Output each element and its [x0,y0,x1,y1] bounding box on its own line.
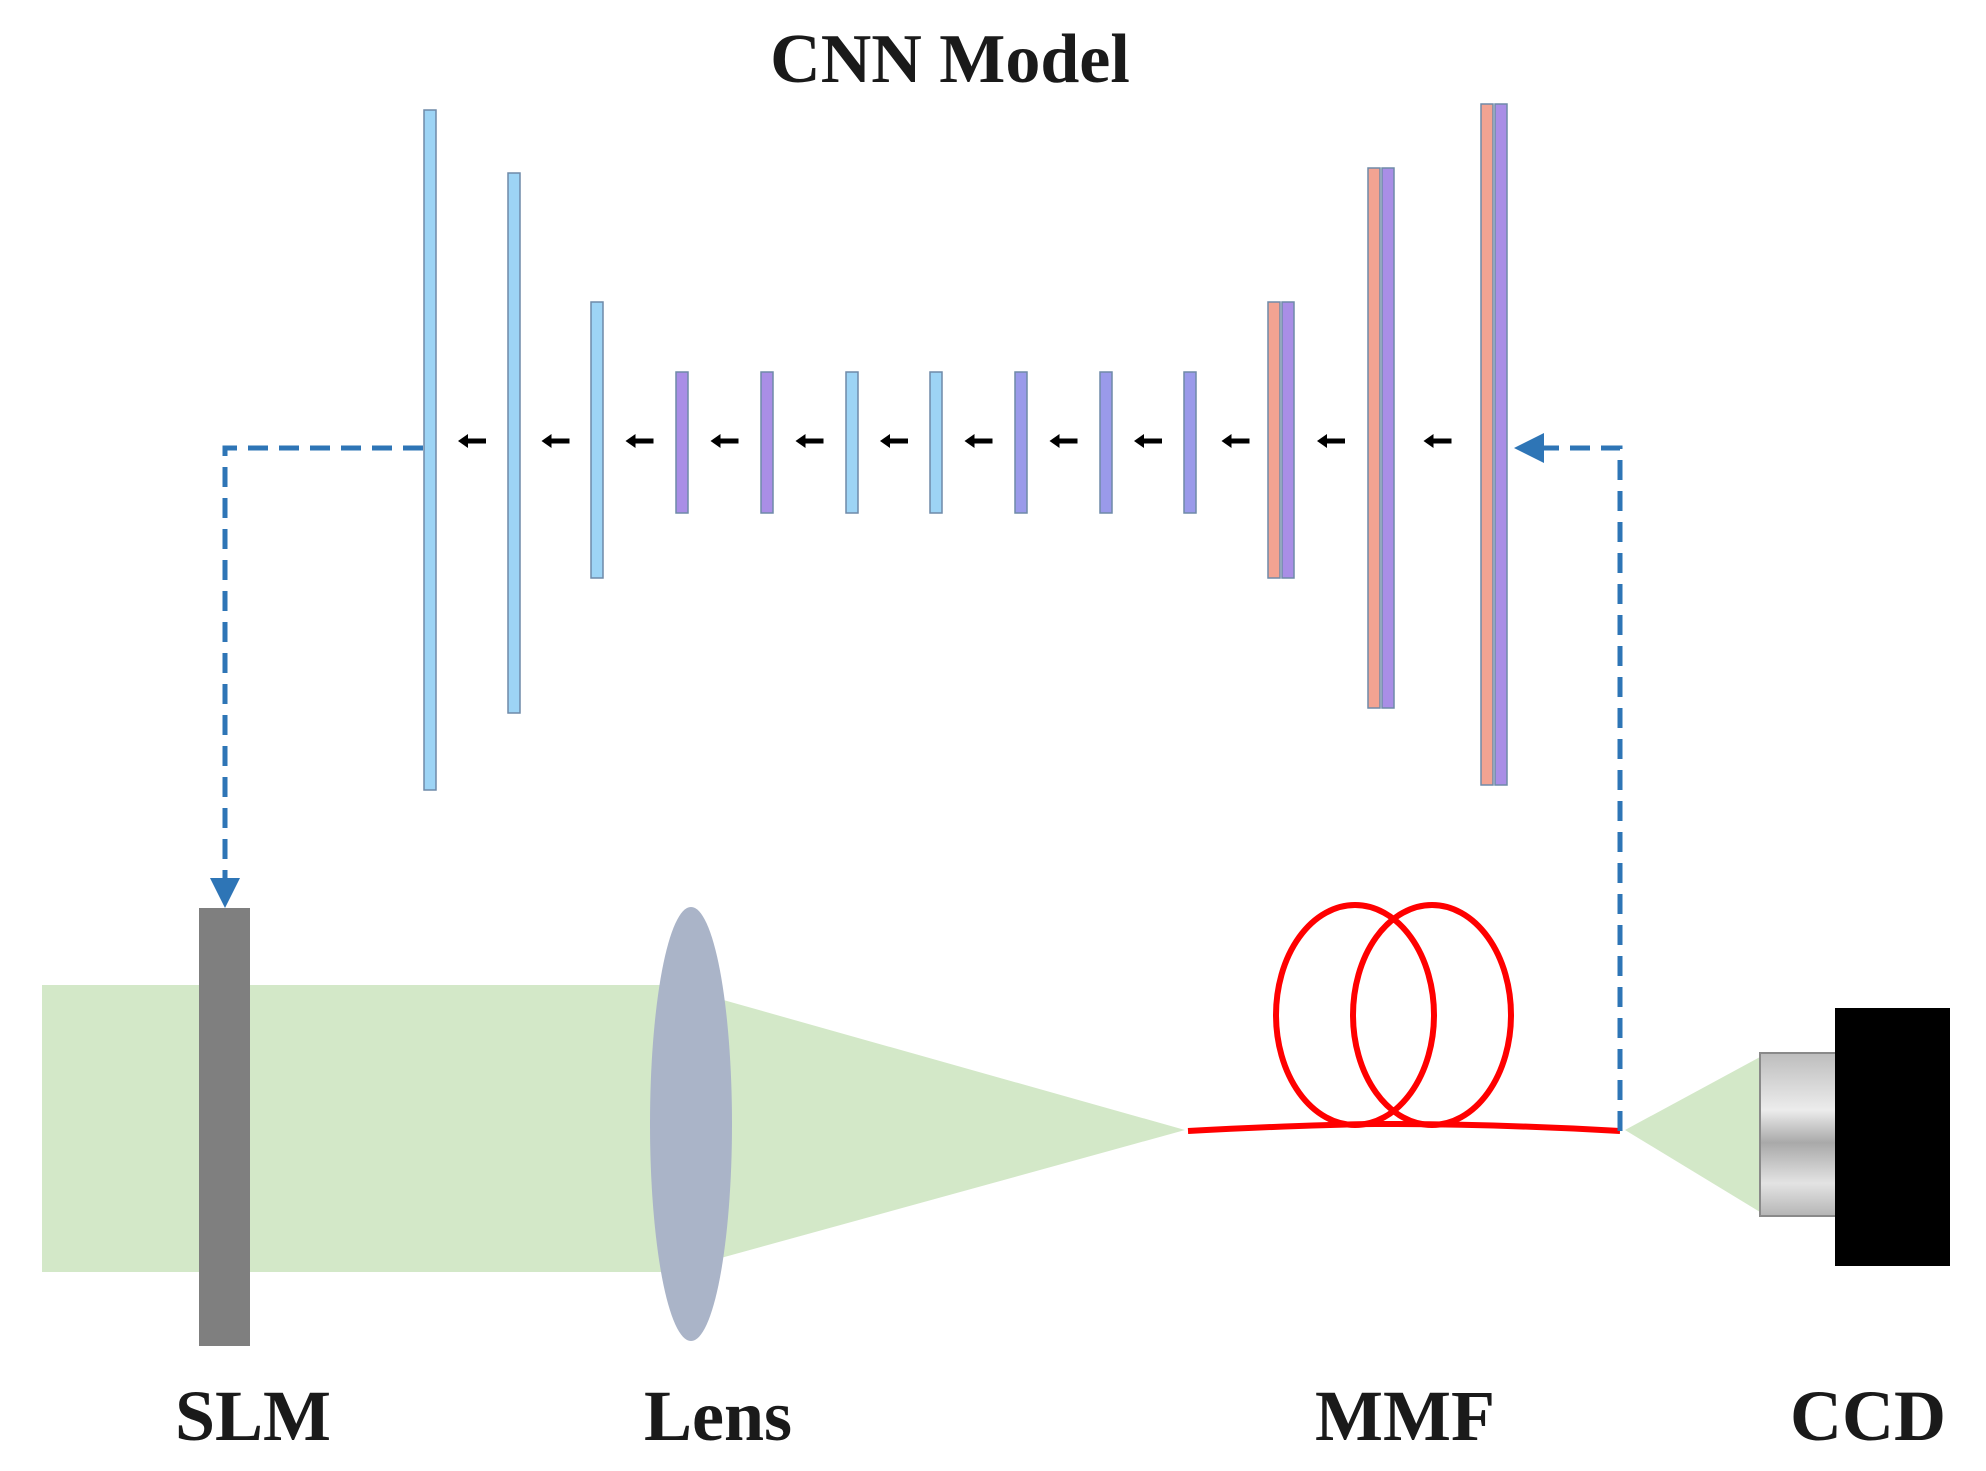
ccd-camera [1759,1008,1950,1266]
cnn-layer-7 [929,371,943,514]
ccd-lens-barrel [1759,1052,1839,1217]
cnn-layer-4 [675,371,689,514]
beam-before-lens [42,985,670,1272]
cnn-layer-3 [590,301,604,579]
layer-flow-arrow-10 [1221,434,1250,448]
layer-flow-arrow-12 [1423,434,1452,448]
cnn-layer-9 [1099,371,1113,514]
feedback-arrows [210,433,1623,1131]
cnn-layer-8 [1014,371,1028,514]
ccd-to-cnn-arrow [1514,433,1623,1131]
cnn-layers [423,103,1508,791]
layer-flow-arrow-11 [1317,434,1345,448]
cnn-layer-6 [845,371,859,514]
fiber-line [1187,1120,1621,1134]
layer-flow-arrow-9 [1134,434,1162,448]
mmf-fiber [1187,902,1621,1134]
fiber-loop-right [1350,902,1514,1128]
layer-flow-arrow-2 [541,434,570,448]
cnn-layer-12-part-1 [1367,167,1381,709]
cnn-layer-12-part-2 [1381,167,1395,709]
cnn-layer-13-part-1 [1480,103,1494,786]
layer-flow-arrow-5 [795,434,824,448]
diagram-title: CNN Model [770,21,1130,98]
layer-flow-arrow-4 [710,434,739,448]
lens-label: Lens [644,1376,792,1456]
beam-focusing-cone [670,985,1185,1272]
layer-flow-arrow-1 [458,434,486,448]
cnn-layer-13-part-2 [1494,103,1508,786]
layer-flow-arrow-7 [964,434,993,448]
cnn-layer-2 [507,172,521,714]
cnn-layer-1 [423,109,437,791]
lens-element [650,907,732,1341]
cnn-to-slm-arrow [210,445,423,908]
fiber-loop-left [1273,902,1437,1128]
slm-label: SLM [175,1376,331,1456]
layer-flow-arrow-6 [880,434,908,448]
ccd-label: CCD [1790,1376,1946,1456]
layer-flow-arrow-3 [625,434,654,448]
slm-panel [199,908,250,1346]
ccd-body [1835,1008,1950,1266]
cnn-layer-5 [760,371,774,514]
beam-output-cone [1625,1057,1760,1212]
cnn-layer-11-part-1 [1267,301,1281,579]
mmf-label: MMF [1315,1376,1495,1456]
cnn-layer-11-part-2 [1281,301,1295,579]
layer-flow-arrow-8 [1049,434,1078,448]
cnn-layer-10 [1183,371,1197,514]
